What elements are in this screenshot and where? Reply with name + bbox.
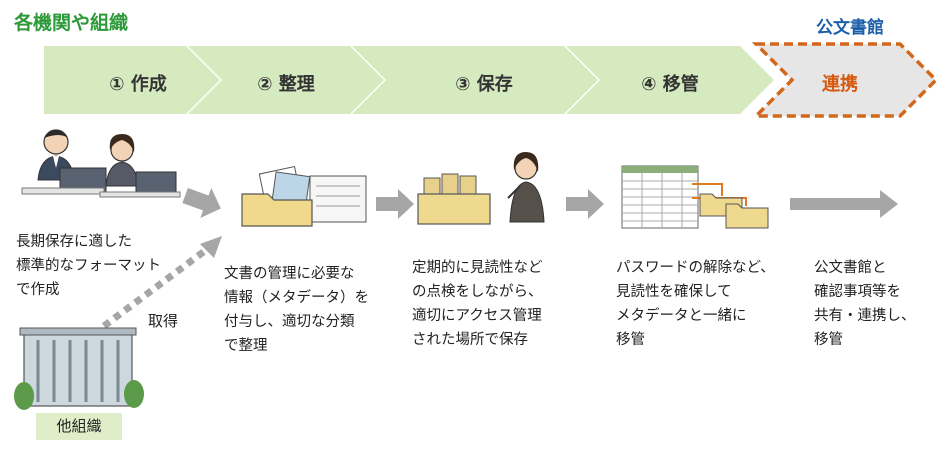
step-create-label: ① 作成: [109, 74, 167, 95]
step-link-label: 連携: [822, 74, 858, 95]
step-chevron-store: [352, 46, 598, 114]
building-illustration: [14, 327, 144, 410]
description-create: 長期保存に適した 標準的なフォーマット で作成: [16, 234, 161, 298]
office-workers-illustration: [21, 129, 181, 198]
folder-documents-illustration: [241, 165, 367, 227]
spreadsheet-folders-illustration: [621, 165, 769, 229]
description-link: 公文書館と 確認事項等を 共有・連携し、 移管: [814, 260, 916, 348]
description-organize: 文書の管理に必要な 情報（メタデータ）を 付与し、適切な分類 で整理: [224, 266, 369, 354]
organizations-title: 各機関や組織: [14, 12, 129, 34]
step-store-label: ③ 保存: [455, 74, 513, 95]
description-store: 定期的に見読性など の点検をしながら、 適切にアクセス管理 された場所で保存: [412, 260, 543, 348]
arrow-organize-to-store: [376, 189, 414, 219]
step-chevron-transfer: [566, 46, 774, 114]
step-organize-label: ② 整理: [257, 74, 315, 95]
obtain-label: 取得: [148, 312, 179, 330]
storage-box-illustration: [417, 173, 491, 225]
other-organization-label: 他組織: [36, 413, 122, 440]
step-chevron-link: [751, 42, 939, 118]
step-chevron-create: [44, 46, 220, 114]
step-chevron-organize: [188, 46, 384, 114]
description-transfer: パスワードの解除など、 見読性を確保して メタデータと一緒に 移管: [616, 260, 775, 348]
archives-title: 公文書館: [816, 18, 884, 38]
obtain-dotted-arrow: [101, 236, 222, 329]
arrow-transfer-to-link: [790, 190, 898, 218]
arrow-create-to-organize: [182, 187, 221, 219]
step-transfer-label: ④ 移管: [641, 74, 699, 95]
arrow-store-to-transfer: [566, 189, 604, 219]
staff-with-pen-illustration: [507, 152, 545, 223]
